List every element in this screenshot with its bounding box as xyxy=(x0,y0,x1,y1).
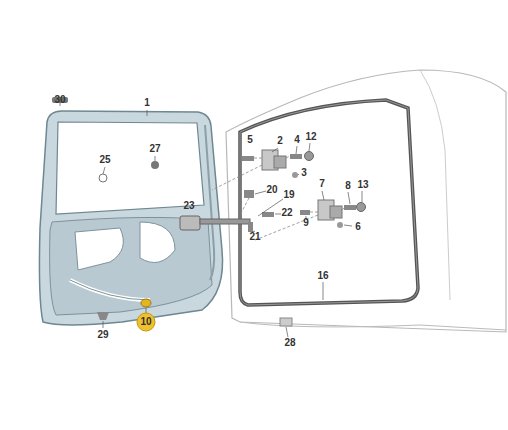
panel-cutout xyxy=(75,228,123,270)
callout-number: 29 xyxy=(97,330,108,340)
callout-number: 10 xyxy=(140,317,151,327)
nut-12 xyxy=(305,152,314,161)
part-10 xyxy=(141,299,151,307)
callout-number: 30 xyxy=(54,95,65,105)
door-check xyxy=(180,216,200,230)
callout-number: 3 xyxy=(301,168,307,178)
speaker-cutout xyxy=(140,222,175,263)
callout-number: 20 xyxy=(266,185,277,195)
door-edge xyxy=(205,125,214,280)
callout-number: 9 xyxy=(303,218,309,228)
callout-number: 28 xyxy=(284,338,295,348)
pin-6 xyxy=(337,222,343,228)
highlight-circle xyxy=(137,313,155,331)
callout-number: 21 xyxy=(249,232,260,242)
window-opening xyxy=(56,122,204,214)
nut-13 xyxy=(357,203,366,212)
callout-number: 19 xyxy=(283,190,294,200)
door-rib-edge xyxy=(70,280,150,300)
callout-number: 27 xyxy=(149,144,160,154)
assembly-lines xyxy=(212,156,344,240)
callout-number: 7 xyxy=(319,179,325,189)
callout-number: 25 xyxy=(99,155,110,165)
upper-hinge-leaf xyxy=(274,156,286,168)
callout-number: 2 xyxy=(277,136,283,146)
callout-number: 1 xyxy=(144,98,150,108)
leader-lines xyxy=(60,103,362,337)
part-29 xyxy=(97,312,109,320)
callout-number: 12 xyxy=(305,132,316,142)
door-shell xyxy=(39,111,222,325)
check-strap xyxy=(200,219,250,224)
callout-number: 16 xyxy=(317,271,328,281)
bolt-22 xyxy=(262,212,274,217)
bolt-8 xyxy=(344,205,356,210)
callout-number: 4 xyxy=(294,135,300,145)
part-27 xyxy=(151,161,159,169)
body-pillar xyxy=(420,70,450,300)
callout-number: 23 xyxy=(183,201,194,211)
bolt-9 xyxy=(300,210,310,215)
door-rib xyxy=(70,280,150,300)
car-body xyxy=(226,70,506,332)
callout-number: 22 xyxy=(281,208,292,218)
callout-number: 8 xyxy=(345,181,351,191)
part-20 xyxy=(244,190,254,198)
inner-panel xyxy=(50,217,212,315)
bolt-21 xyxy=(248,222,253,232)
bolt-5 xyxy=(242,156,254,161)
part-28 xyxy=(280,318,292,326)
part-25 xyxy=(99,174,107,182)
callout-number: 6 xyxy=(355,222,361,232)
callout-number: 5 xyxy=(247,135,253,145)
door-seal xyxy=(240,100,418,305)
callout-number: 13 xyxy=(357,180,368,190)
pin-3 xyxy=(292,172,298,178)
lower-hinge-leaf xyxy=(330,206,342,218)
door-seal-highlight xyxy=(240,100,418,305)
bolt-4 xyxy=(290,154,302,159)
